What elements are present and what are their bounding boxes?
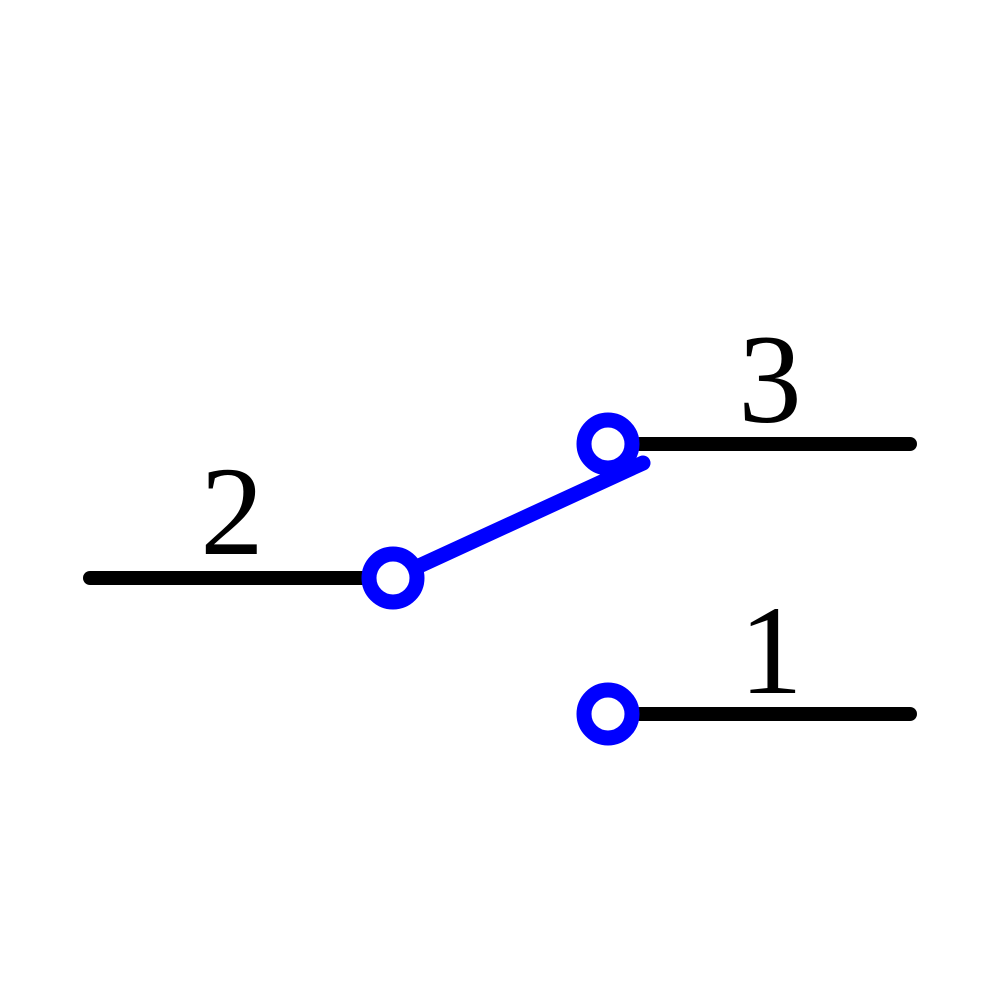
throw-contact-terminal-3 xyxy=(576,412,640,476)
terminal-2-label: 2 xyxy=(200,442,264,582)
pole-contact-terminal-2 xyxy=(361,546,425,610)
terminal-3-label: 3 xyxy=(738,310,802,450)
terminal-1-label: 1 xyxy=(739,581,803,721)
throw-contact-terminal-1 xyxy=(576,682,640,746)
switch-lever xyxy=(385,455,651,586)
